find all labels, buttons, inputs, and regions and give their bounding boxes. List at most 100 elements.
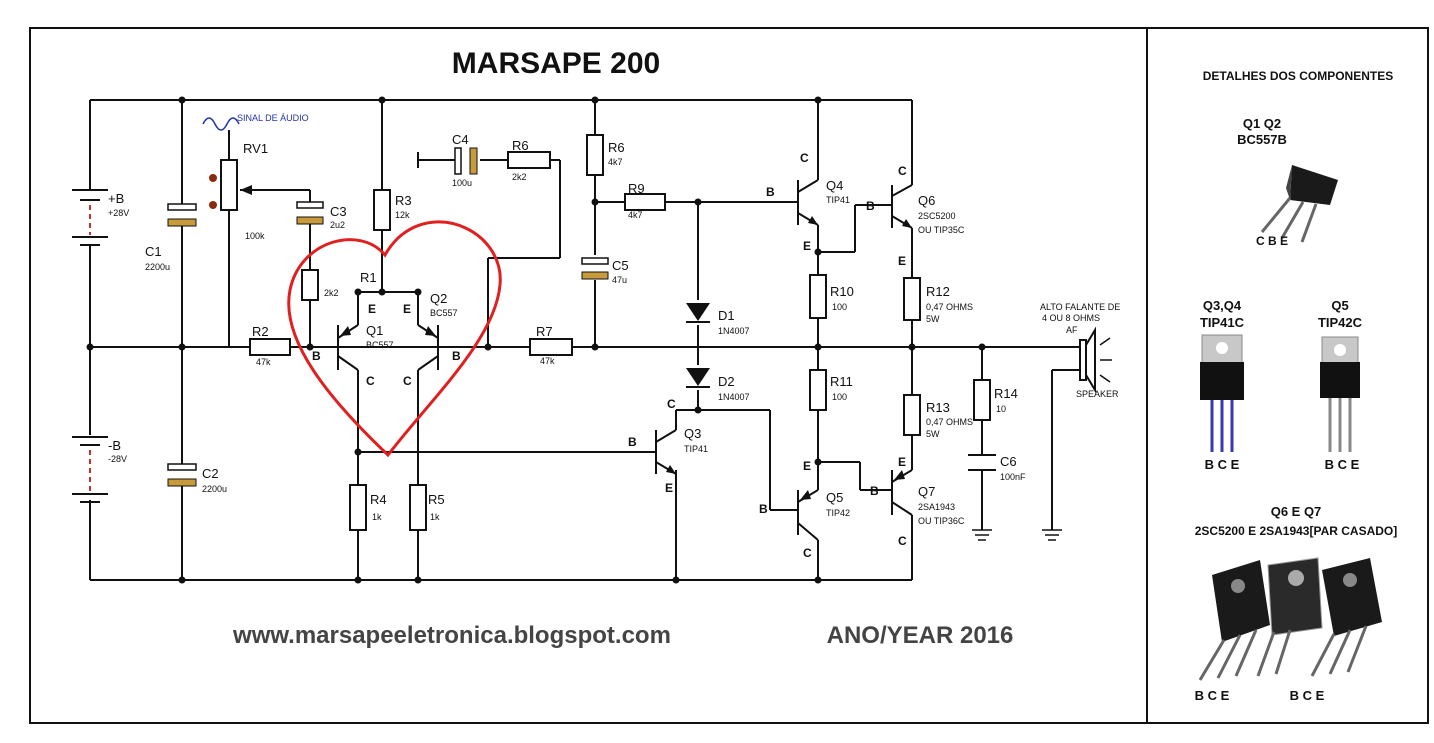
component-details-panel: DETALHES DOS COMPONENTES Q1 Q2 BC557B C … (1195, 69, 1398, 703)
q1-value: BC557 (366, 340, 394, 350)
c4-value: 100u (452, 178, 472, 188)
q5-pin-c: C (803, 546, 812, 560)
r9-value: 4k7 (628, 210, 643, 220)
resistor-r10 (809, 274, 827, 319)
r9-name: R9 (628, 181, 645, 196)
speaker-label-1: ALTO FALANTE DE (1040, 302, 1120, 312)
potentiometer-rv1 (202, 117, 252, 211)
c6-name: C6 (1000, 454, 1017, 469)
battery-negative (72, 436, 108, 503)
c3-name: C3 (330, 204, 347, 219)
r7-value: 47k (540, 356, 555, 366)
q6q7-name: Q6 E Q7 (1271, 504, 1322, 519)
resistor-r6b (586, 134, 604, 176)
transistor-q2 (417, 324, 488, 371)
r6a-value: 2k2 (512, 172, 527, 182)
website-url: www.marsapeeletronica.blogspot.com (232, 622, 671, 649)
q4-pin-b: B (766, 185, 775, 199)
r13-name: R13 (926, 400, 950, 415)
transistor-q7 (888, 469, 913, 516)
details-heading: DETALHES DOS COMPONENTES (1203, 69, 1393, 83)
vminus-value: -28V (108, 454, 127, 464)
q7-name: Q7 (918, 484, 935, 499)
r13-value: 0,47 OHMS (926, 417, 973, 427)
r6b-value: 4k7 (608, 157, 623, 167)
rv1-name: RV1 (243, 141, 268, 156)
q5-part: TIP42C (1318, 315, 1363, 330)
q3q4-name: Q3,Q4 (1203, 298, 1242, 313)
resistor-r3 (373, 189, 391, 231)
q7-pin-b: B (870, 484, 879, 498)
labels-names: RV1 +B -B C1 C2 C3 C4 R6 R3 R6 R9 C5 R1 … (108, 132, 1018, 507)
resistor-r12 (903, 277, 921, 321)
capacitor-c4 (417, 147, 478, 175)
q6-alt: OU TIP35C (918, 225, 965, 235)
diode-d1 (686, 303, 710, 323)
r14-name: R14 (994, 386, 1018, 401)
q1-pin-c: C (366, 374, 375, 388)
r4-value: 1k (372, 512, 382, 522)
q4-value: TIP41 (826, 195, 850, 205)
capacitor-c2 (167, 463, 197, 487)
r1-value: 2k2 (324, 288, 339, 298)
r12-name: R12 (926, 284, 950, 299)
q5-value: TIP42 (826, 508, 850, 518)
speaker-icon (1079, 326, 1112, 394)
r5-name: R5 (428, 492, 445, 507)
q1-pin-b: B (312, 349, 321, 363)
q1q2-pins: C B E (1256, 234, 1288, 248)
c3-value: 2u2 (330, 220, 345, 230)
resistors (249, 134, 991, 531)
r13-watts: 5W (926, 429, 940, 439)
vplus-value: +28V (108, 208, 129, 218)
outer-frame (29, 27, 1429, 724)
c5-value: 47u (612, 275, 627, 285)
q7-pin-c: C (898, 534, 907, 548)
resistor-r6a (507, 151, 551, 169)
q6-value: 2SC5200 (918, 211, 956, 221)
r6a-name: R6 (512, 138, 529, 153)
c4-name: C4 (452, 132, 469, 147)
vminus-name: -B (108, 438, 121, 453)
rv1-value: 100k (245, 231, 265, 241)
resistor-r5 (409, 484, 427, 531)
q6q7-part: 2SC5200 E 2SA1943[PAR CASADO] (1195, 524, 1398, 538)
signal-label: SINAL DE ÁUDIO (237, 113, 309, 123)
q1q2-name: Q1 Q2 (1243, 116, 1281, 131)
q1-pin-e: E (368, 302, 376, 316)
r7-name: R7 (536, 324, 553, 339)
c6-value: 100nF (1000, 472, 1026, 482)
q5-pin-b: B (759, 502, 768, 516)
q6-name: Q6 (918, 193, 935, 208)
r11-value: 100 (832, 392, 847, 402)
q3q4-part: TIP41C (1200, 315, 1245, 330)
transistor-q3 (648, 410, 677, 475)
q7-alt: OU TIP36C (918, 516, 965, 526)
r2-value: 47k (256, 357, 271, 367)
diode-d2 (686, 368, 710, 388)
battery-positive (72, 189, 108, 246)
r6b-name: R6 (608, 140, 625, 155)
resistor-r4 (349, 484, 367, 531)
speaker-label-3: AF (1066, 325, 1078, 335)
q6-pin-e: E (898, 254, 906, 268)
c2-name: C2 (202, 466, 219, 481)
resistor-r13 (903, 394, 921, 436)
q5-name: Q5 (1331, 298, 1348, 313)
q2-value: BC557 (430, 308, 458, 318)
vplus-name: +B (108, 191, 124, 206)
resistor-r7 (529, 338, 573, 356)
r4-name: R4 (370, 492, 387, 507)
q7-value: 2SA1943 (918, 502, 955, 512)
q5-pins: B C E (1325, 457, 1360, 472)
to220-transistor-icon-2 (1320, 336, 1360, 452)
c1-value: 2200u (145, 262, 170, 272)
q4-name: Q4 (826, 178, 843, 193)
q3-name: Q3 (684, 426, 701, 441)
d1-value: 1N4007 (718, 326, 750, 336)
q2-pin-b: B (452, 349, 461, 363)
q1q2-part: BC557B (1237, 132, 1287, 147)
r11-name: R11 (830, 374, 853, 389)
d2-name: D2 (718, 374, 735, 389)
q1-name: Q1 (366, 323, 383, 338)
